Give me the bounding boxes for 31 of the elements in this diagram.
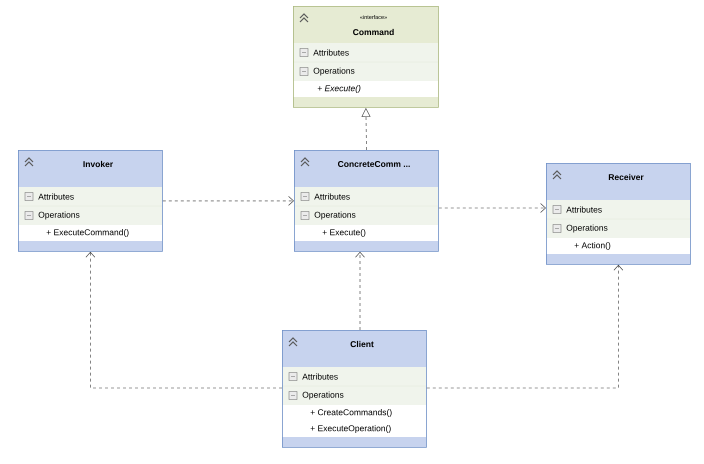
section-label: Operations bbox=[314, 68, 354, 76]
section-label: Attributes bbox=[302, 373, 338, 380]
dependency-arrow bbox=[438, 203, 546, 213]
section-label: Attributes bbox=[566, 206, 602, 213]
class-box bbox=[294, 150, 439, 252]
dependency-arrow bbox=[162, 196, 294, 206]
operation: + Execute() bbox=[322, 229, 366, 237]
class-name: ConcreteComm ... bbox=[338, 161, 410, 167]
class-box bbox=[282, 330, 427, 448]
operation: + Action() bbox=[574, 242, 610, 250]
class-name: Command bbox=[353, 28, 394, 36]
class-name: Client bbox=[350, 340, 374, 348]
dependency-arrow bbox=[426, 264, 624, 388]
class-box bbox=[546, 163, 691, 265]
section-label: Operations bbox=[314, 212, 356, 220]
section-label: Attributes bbox=[314, 193, 350, 200]
operation: + Execute() bbox=[318, 85, 360, 93]
dependency-arrow bbox=[355, 252, 365, 330]
operation: + ExecuteOperation() bbox=[310, 425, 391, 433]
operation: + ExecuteCommand() bbox=[46, 229, 129, 237]
operation: + CreateCommands() bbox=[310, 409, 392, 417]
class-name: Receiver bbox=[608, 174, 644, 180]
dependency-arrow bbox=[86, 252, 282, 388]
section-label: Attributes bbox=[38, 193, 74, 200]
class-name: Invoker bbox=[83, 160, 113, 168]
class-box bbox=[18, 150, 163, 252]
section-label: Operations bbox=[566, 224, 608, 232]
section-label: Operations bbox=[38, 212, 80, 220]
section-label: Operations bbox=[302, 392, 344, 400]
class-box bbox=[292, 6, 439, 108]
section-label: Attributes bbox=[313, 49, 349, 56]
